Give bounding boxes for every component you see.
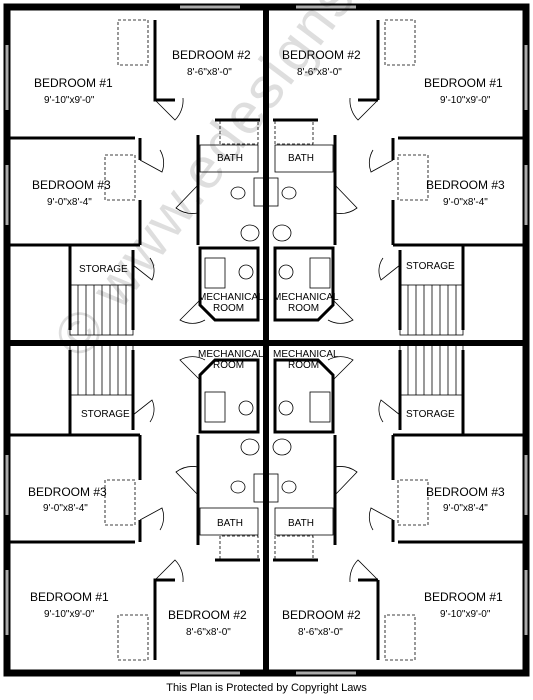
room-label-mechanical: MECHANICAL — [198, 349, 264, 360]
room-label-mechanical: MECHANICAL — [273, 292, 339, 303]
room-dim-bedroom-3: 9'-0"x8'-4" — [47, 197, 92, 208]
room-label-storage: STORAGE — [81, 409, 130, 420]
room-dim-bedroom-2: 8'-6"x8'-0" — [187, 67, 232, 78]
room-label-bath: BATH — [217, 518, 243, 529]
room-label-bedroom-3: BEDROOM #3 — [28, 485, 107, 499]
room-label-bedroom-3: BEDROOM #3 — [426, 178, 505, 192]
copyright-notice: This Plan is Protected by Copyright Laws — [166, 682, 367, 694]
room-dim-bedroom-1: 9'-10"x9'-0" — [44, 609, 95, 620]
room-label-bedroom-3: BEDROOM #3 — [32, 178, 111, 192]
room-label-bedroom-2: BEDROOM #2 — [172, 48, 251, 62]
room-label-mechanical-room: ROOM — [288, 303, 320, 314]
room-label-mechanical: MECHANICAL — [198, 292, 264, 303]
room-label-bedroom-2: BEDROOM #2 — [168, 608, 247, 622]
room-label-storage: STORAGE — [79, 264, 128, 275]
room-label-bedroom-1: BEDROOM #1 — [30, 590, 109, 604]
doors-top — [132, 97, 401, 324]
room-label-mechanical-room: ROOM — [213, 360, 245, 371]
room-label-mechanical-room: ROOM — [288, 360, 320, 371]
room-label-mechanical: MECHANICAL — [273, 349, 339, 360]
room-dim-bedroom-3: 9'-0"x8'-4" — [443, 197, 488, 208]
room-label-mechanical-room: ROOM — [213, 303, 245, 314]
room-dim-bedroom-2: 8'-6"x8'-0" — [298, 627, 343, 638]
room-dim-bedroom-3: 9'-0"x8'-4" — [43, 503, 88, 514]
room-label-storage: STORAGE — [406, 409, 455, 420]
room-label-bath: BATH — [288, 153, 314, 164]
room-label-storage: STORAGE — [406, 261, 455, 272]
room-label-bedroom-3: BEDROOM #3 — [426, 485, 505, 499]
room-label-bedroom-1: BEDROOM #1 — [34, 76, 113, 90]
floor-plan — [3, 3, 530, 677]
room-dim-bedroom-1: 9'-10"x9'-0" — [440, 95, 491, 106]
closets-top — [104, 19, 429, 201]
room-label-bedroom-2: BEDROOM #2 — [282, 48, 361, 62]
room-dim-bedroom-2: 8'-6"x8'-0" — [297, 67, 342, 78]
room-dim-bedroom-1: 9'-10"x9'-0" — [440, 609, 491, 620]
room-label-bedroom-1: BEDROOM #1 — [424, 590, 503, 604]
room-label-bath: BATH — [288, 518, 314, 529]
room-label-bedroom-1: BEDROOM #1 — [424, 76, 503, 90]
room-dim-bedroom-2: 8'-6"x8'-0" — [186, 627, 231, 638]
bath-fixtures-top — [199, 144, 334, 289]
room-dim-bedroom-3: 9'-0"x8'-4" — [443, 503, 488, 514]
room-dim-bedroom-1: 9'-10"x9'-0" — [44, 95, 95, 106]
windows — [5, 5, 528, 675]
stairs-top — [69, 284, 464, 336]
room-label-bath: BATH — [217, 153, 243, 164]
room-label-bedroom-2: BEDROOM #2 — [282, 608, 361, 622]
